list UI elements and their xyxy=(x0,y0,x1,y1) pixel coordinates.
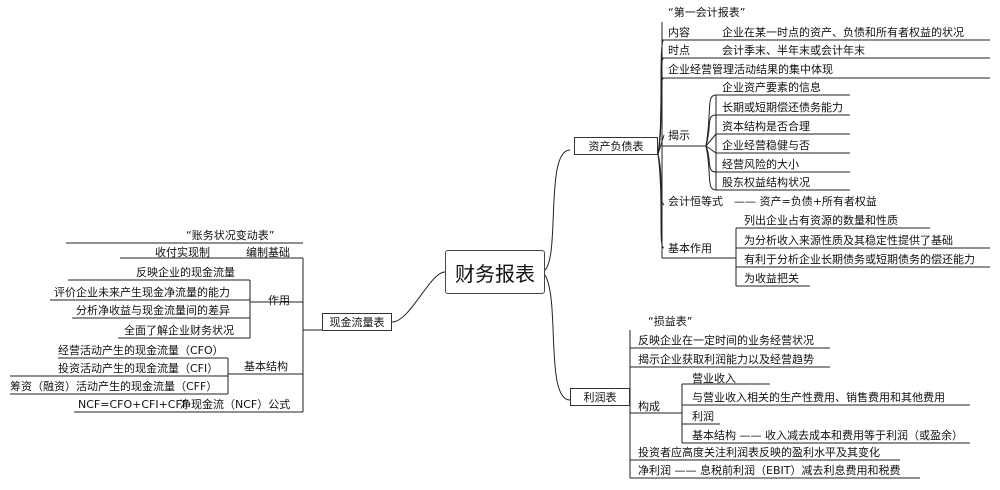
income-comp-item: 基本结构 —— 收入减去成本和费用等于利润（或盈余） xyxy=(692,429,963,442)
balance-role-label: 基本作用 xyxy=(668,242,712,255)
cashflow-role-item: 分析净收益与现金流量间的差异 xyxy=(76,304,230,317)
income-item: 揭示企业获取利润能力以及经营趋势 xyxy=(638,353,814,366)
balance-nickname: “第一会计报表” xyxy=(668,6,746,19)
balance-time-text: 会计季末、半年末或会计年末 xyxy=(722,44,865,57)
cashflow-basis-text: 收付实现制 xyxy=(155,246,210,259)
income-comp-item: 营业收入 xyxy=(692,372,736,385)
node-cashflow-statement[interactable]: 现金流量表 xyxy=(322,313,392,331)
income-item: 反映企业在一定时间的业务经营状况 xyxy=(638,334,814,347)
cashflow-basis-label: 编制基础 xyxy=(246,246,290,259)
balance-content-text: 企业在某一时点的资产、负债和所有者权益的状况 xyxy=(722,26,964,39)
income-comp-item: 与营业收入相关的生产性费用、销售费用和其他费用 xyxy=(692,391,945,404)
balance-reveal-item: 经营风险的大小 xyxy=(722,158,799,171)
balance-reveal-item: 长期或短期偿还债务能力 xyxy=(722,101,843,114)
balance-time-label: 时点 xyxy=(668,44,690,57)
cashflow-nickname: “账务状况变动表” xyxy=(186,229,275,242)
balance-equation-text: —— 资产=负债+所有者权益 xyxy=(734,195,877,208)
balance-role-item: 为收益把关 xyxy=(744,272,799,285)
balance-reveal-label: 揭示 xyxy=(668,129,690,142)
income-investor: 投资者应高度关注利润表反映的盈利水平及其变化 xyxy=(638,446,880,459)
balance-equation-label: 会计恒等式 xyxy=(668,195,723,208)
cashflow-role-item: 评价企业未来产生现金净流量的能力 xyxy=(54,286,230,299)
balance-reveal-item: 企业资产要素的信息 xyxy=(722,81,821,94)
income-nickname: “损益表” xyxy=(648,315,693,328)
cashflow-formula-label: 净现金流（NCF）公式 xyxy=(180,398,291,411)
balance-role-item: 为分析收入来源性质及其稳定性提供了基础 xyxy=(744,234,953,247)
link-center-income xyxy=(544,274,571,401)
node-income-statement[interactable]: 利润表 xyxy=(570,388,630,406)
income-comp-item: 利润 xyxy=(692,410,714,423)
income-comp-label: 构成 xyxy=(638,400,660,413)
income-net-profit: 净利润 —— 息税前利润（EBIT）减去利息费用和税费 xyxy=(638,464,901,477)
node-balance-sheet[interactable]: 资产负债表 xyxy=(574,137,658,155)
link-center-cashflow xyxy=(391,271,446,323)
balance-role-item: 有利于分析企业长期债务或短期债务的偿还能力 xyxy=(744,253,975,266)
cashflow-struct-item: 经营活动产生的现金流量（CFO） xyxy=(58,344,224,357)
balance-reveal-item: 资本结构是否合理 xyxy=(722,120,810,133)
balance-content-label: 内容 xyxy=(668,26,690,39)
balance-role-item: 列出企业占有资源的数量和性质 xyxy=(744,214,898,227)
balance-reveal-item: 企业经营稳健与否 xyxy=(722,139,810,152)
cashflow-role-item: 全面了解企业财务状况 xyxy=(124,324,234,337)
cashflow-struct-item: 筹资（融资）活动产生的现金流量（CFF） xyxy=(10,380,218,393)
cashflow-formula-text: NCF=CFO+CFI+CFF xyxy=(78,398,189,411)
link-center-balance xyxy=(544,149,571,271)
balance-summary: 企业经营管理活动结果的集中体现 xyxy=(668,63,833,76)
cashflow-struct-label: 基本结构 xyxy=(244,360,288,373)
central-topic[interactable]: 财务报表 xyxy=(445,250,545,294)
cashflow-role-item: 反映企业的现金流量 xyxy=(136,266,235,279)
balance-reveal-item: 股东权益结构状况 xyxy=(722,176,810,189)
cashflow-struct-item: 投资活动产生的现金流量（CFI） xyxy=(58,362,219,375)
cashflow-role-label: 作用 xyxy=(268,294,290,307)
